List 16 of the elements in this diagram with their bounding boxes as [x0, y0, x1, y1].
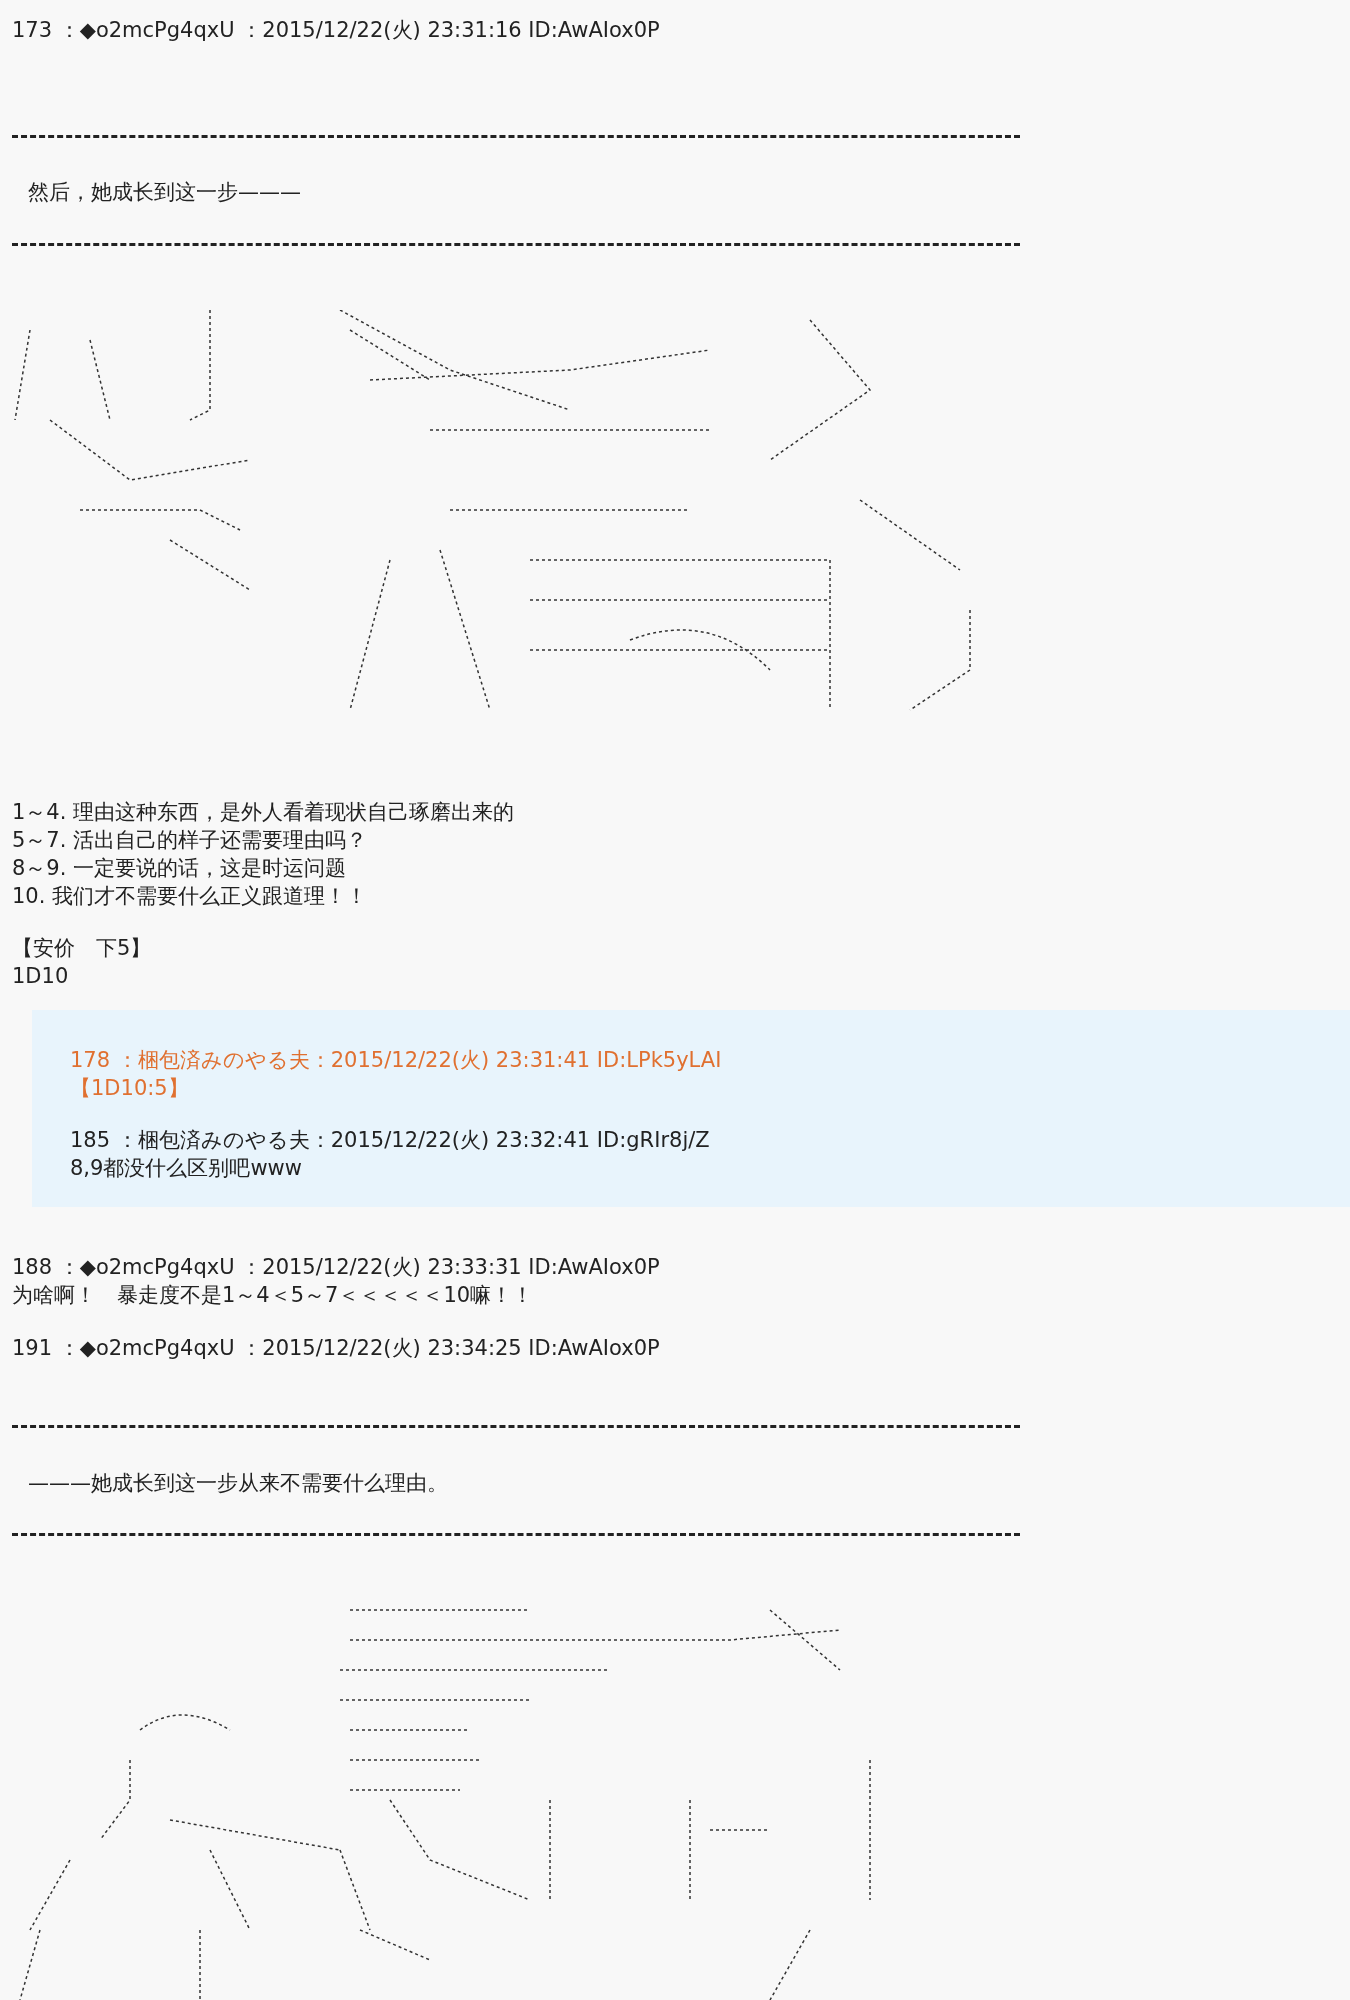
narration-text: 然后，她成长到这一步———: [28, 179, 301, 206]
option-text: 1～4. 理由这种东西，是外人看着现状自己琢磨出来的: [12, 799, 515, 826]
vote-prompt: 【安价 下5】: [12, 935, 152, 962]
post-text: 为啥啊！ 暴走度不是1～4＜5～7＜＜＜＜＜10嘛！！: [12, 1282, 534, 1309]
post-header: 173 ：◆o2mcPg4qxU ：2015/12/22(火) 23:31:16 ID:AwAIox0P: [12, 17, 660, 44]
dice-result: 【1D10:5】: [70, 1075, 189, 1102]
post-header: 185 ：梱包済みのやる夫：2015/12/22(火) 23:32:41 ID:gRIr8j/Z: [70, 1127, 710, 1154]
option-text: 8～9. 一定要说的话，这是时运问题: [12, 855, 347, 882]
option-text: 5～7. 活出自己的样子还需要理由吗？: [12, 827, 368, 854]
option-text: 10. 我们才不需要什么正义跟道理！！: [12, 883, 368, 910]
post-header: 188 ：◆o2mcPg4qxU ：2015/12/22(火) 23:33:31 ID:AwAIox0P: [12, 1254, 660, 1281]
narration-text: ———她成长到这一步从来不需要什么理由。: [28, 1470, 448, 1497]
post-header: 178 ：梱包済みのやる夫：2015/12/22(火) 23:31:41 ID:LPk5yLAI: [70, 1047, 722, 1074]
dice-text: 1D10: [12, 963, 69, 990]
reply-text: 8,9都没什么区别吧www: [70, 1155, 302, 1182]
post-header: 191 ：◆o2mcPg4qxU ：2015/12/22(火) 23:34:25 ID:AwAIox0P: [12, 1335, 660, 1362]
